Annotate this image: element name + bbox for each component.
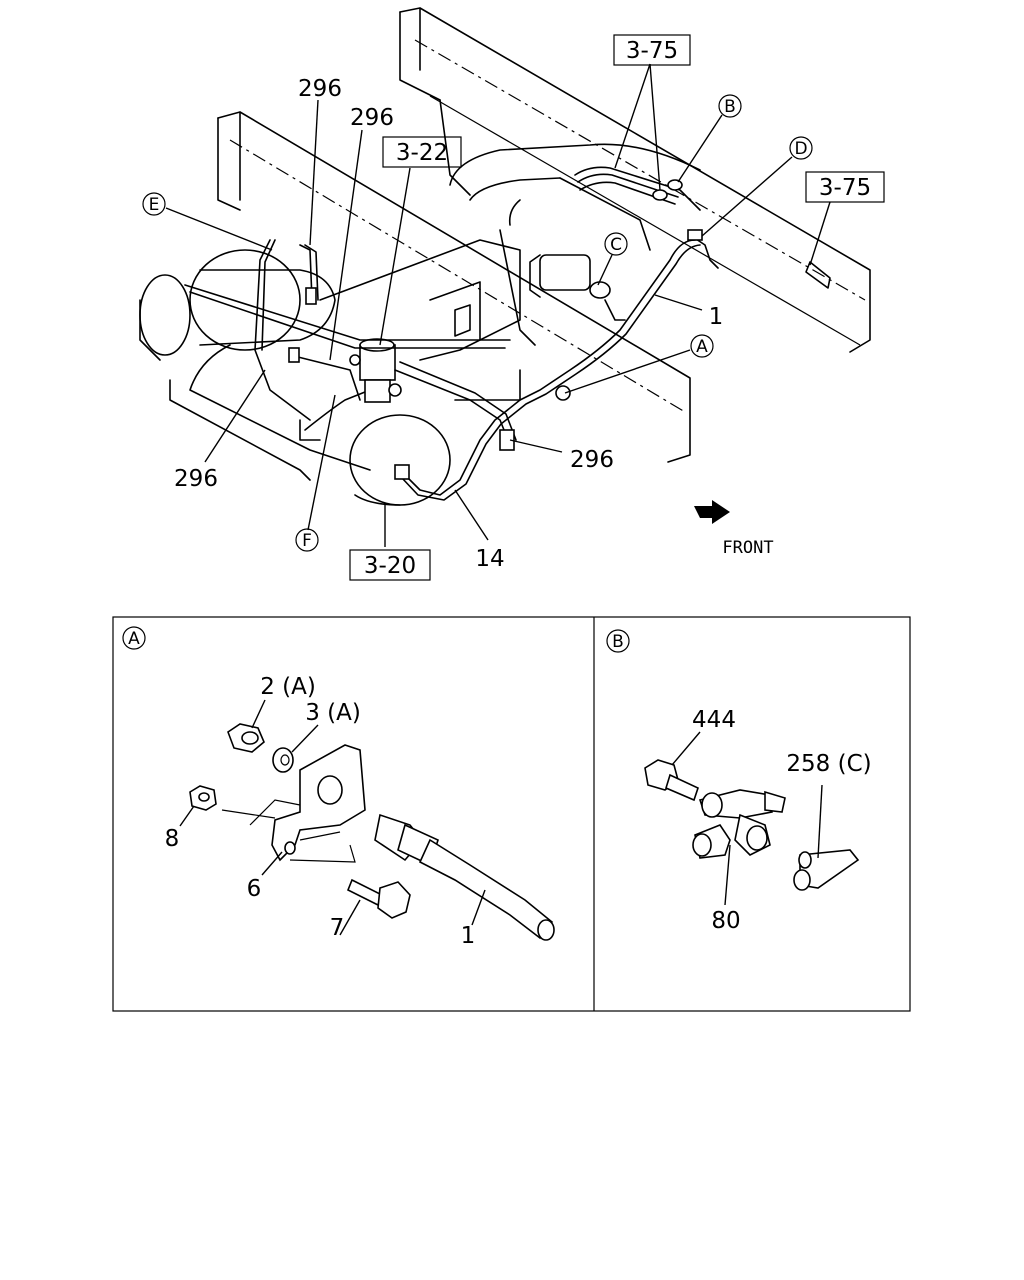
part-label-7: 7 bbox=[330, 915, 345, 941]
ref-label: 3-75 bbox=[626, 38, 678, 64]
part-label-2a: 2 (A) bbox=[260, 674, 316, 700]
crossmember bbox=[449, 143, 701, 346]
relay-valve bbox=[349, 338, 402, 403]
callout-b: B bbox=[718, 94, 742, 118]
frame-rail-lower bbox=[217, 111, 691, 463]
part-label-3a: 3 (A) bbox=[305, 700, 361, 726]
pipe-296-group bbox=[184, 239, 517, 451]
tee-fitting-icon bbox=[692, 789, 786, 859]
detail-b-leaders bbox=[671, 731, 823, 906]
callout-letter: C bbox=[610, 235, 622, 255]
bracket-icon bbox=[271, 744, 366, 862]
part-label-296: 296 bbox=[570, 447, 614, 473]
part-label-296: 296 bbox=[350, 105, 394, 131]
callout-letter: E bbox=[149, 195, 160, 215]
part-label-296: 296 bbox=[298, 76, 342, 102]
bolt-icon bbox=[644, 759, 699, 802]
part-label-258c: 258 (C) bbox=[786, 751, 871, 777]
callout-c: C bbox=[604, 232, 628, 256]
detail-a-letter: A bbox=[128, 629, 140, 649]
callout-a: A bbox=[690, 334, 714, 358]
detail-b: B 444 258 (C) 80 bbox=[606, 629, 872, 934]
ref-3-75-right: 3-75 bbox=[805, 171, 885, 203]
callout-d: D bbox=[789, 136, 813, 160]
callout-e: E bbox=[142, 192, 166, 216]
ref-label: 3-75 bbox=[819, 175, 871, 201]
mounting-bracket bbox=[304, 239, 521, 431]
detail-b-letter: B bbox=[612, 632, 624, 652]
part-label-1: 1 bbox=[461, 923, 476, 949]
part-label-6: 6 bbox=[247, 876, 262, 902]
part-label-14: 14 bbox=[475, 546, 504, 572]
detail-a: A bbox=[122, 626, 555, 949]
frame-rail-upper bbox=[399, 7, 871, 353]
front-arrow-icon bbox=[694, 500, 730, 524]
solenoid-valve bbox=[529, 254, 626, 321]
detail-a-leaders bbox=[179, 699, 486, 936]
connector-icon bbox=[793, 849, 860, 891]
air-tank-rear bbox=[139, 249, 336, 361]
part-label-8: 8 bbox=[165, 826, 180, 852]
main-view: 3-75 3-22 3-75 3-20 296 296 296 296 1 14… bbox=[139, 7, 885, 581]
part-label-444: 444 bbox=[692, 707, 736, 733]
bolt-icon bbox=[346, 878, 411, 919]
detail-a-title: A bbox=[122, 626, 146, 650]
callout-letter: B bbox=[724, 97, 736, 117]
nut-icon bbox=[227, 723, 265, 753]
callout-f: F bbox=[295, 528, 319, 552]
harness-3-75 bbox=[574, 166, 831, 289]
hose-fitting-icon bbox=[374, 813, 555, 941]
callout-letter: A bbox=[696, 337, 708, 357]
mounting-plane bbox=[221, 799, 356, 863]
leader-lines-main bbox=[165, 63, 831, 547]
front-label: FRONT bbox=[722, 538, 773, 558]
ref-label: 3-20 bbox=[364, 553, 416, 579]
detail-b-title: B bbox=[606, 629, 630, 653]
callout-letter: F bbox=[302, 531, 312, 551]
ref-label: 3-22 bbox=[396, 140, 448, 166]
ref-3-75-top: 3-75 bbox=[613, 34, 691, 66]
washer-icon bbox=[272, 747, 294, 773]
air-tank-front bbox=[169, 344, 451, 506]
ref-3-20: 3-20 bbox=[349, 549, 431, 581]
ref-3-22: 3-22 bbox=[382, 136, 462, 168]
callout-letter: D bbox=[794, 139, 807, 159]
detail-panels bbox=[112, 616, 911, 1012]
nut-small-icon bbox=[189, 785, 217, 811]
part-label-1: 1 bbox=[709, 304, 724, 330]
part-label-296: 296 bbox=[174, 466, 218, 492]
part-label-80: 80 bbox=[711, 908, 740, 934]
